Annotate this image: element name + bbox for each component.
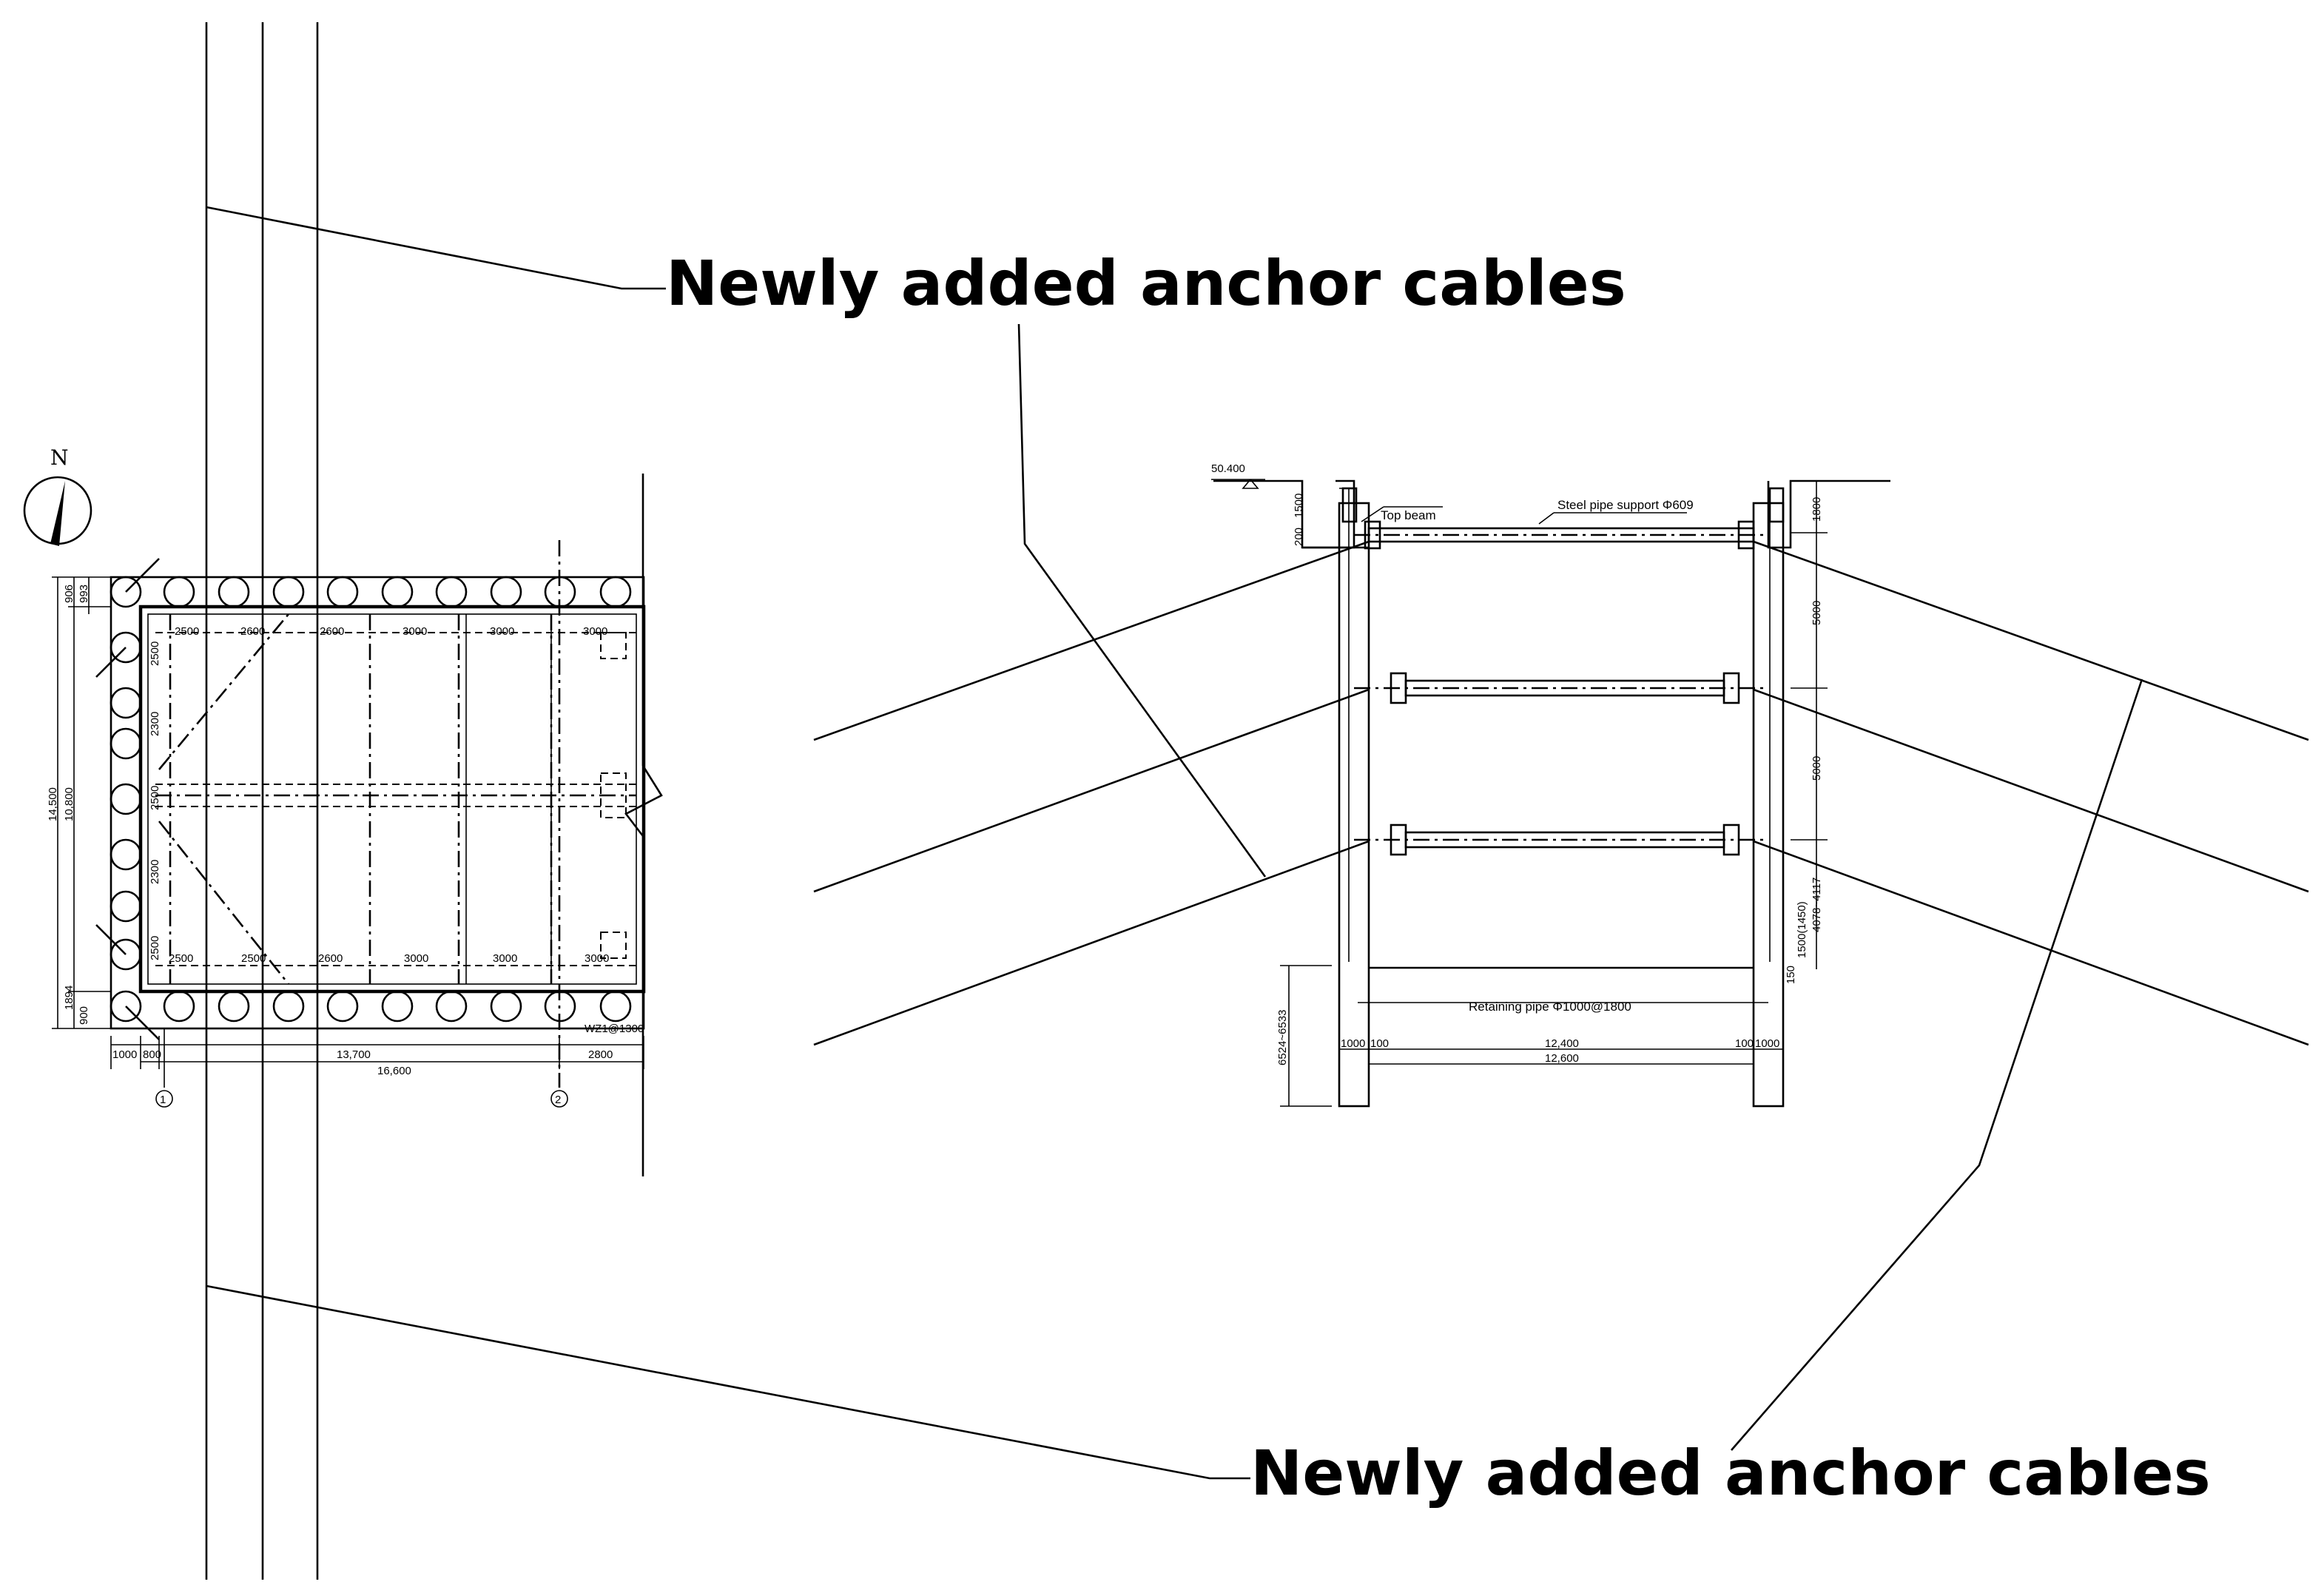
left-span-1: 2500	[149, 641, 161, 666]
bottom-span-3: 2600	[318, 952, 343, 965]
walers	[155, 632, 636, 966]
tunnel-lines	[205, 22, 319, 1580]
bottom-dim-13700: 13,700	[337, 1048, 371, 1061]
right-dim-5000-b: 5000	[1811, 756, 1823, 781]
top-span-2: 2600	[240, 625, 265, 638]
right-dim-4078: 4078~4117	[1811, 878, 1823, 932]
right-dim-5000-a: 5000	[1811, 601, 1823, 625]
bottom-dim-100-l: 100	[1370, 1037, 1389, 1050]
overall-width: 16,600	[377, 1065, 411, 1077]
callout-top: Newly added anchor cables	[206, 206, 1626, 878]
callout-bottom-text: Newly added anchor cables	[1250, 1437, 2211, 1509]
bottom-span-5: 3000	[493, 952, 517, 965]
bottom-dim-1000-r: 1000	[1755, 1037, 1779, 1050]
anchor-cables	[813, 540, 2309, 1046]
left-dim-depth: 6524~6533	[1276, 1010, 1289, 1066]
bottom-span-1: 2500	[169, 952, 193, 965]
plan-top-spans: 2500 2600 2600 3000 3000 3000	[175, 625, 607, 638]
piles-bottom	[110, 990, 632, 1023]
right-dim-150: 150	[1785, 966, 1797, 984]
steel-pipe-label: Steel pipe support Φ609	[1557, 498, 1694, 512]
elevation-text: 50.400	[1211, 462, 1245, 475]
north-label: N	[50, 445, 69, 470]
left-span-3: 2500	[149, 786, 161, 810]
corner-anchors	[95, 558, 160, 1040]
piles-top	[110, 576, 632, 608]
plan-view: 2500 2600 2600 3000 3000 3000 2500 2500 …	[23, 22, 663, 1580]
bottom-dim-12400: 12,400	[1545, 1037, 1579, 1050]
inner-wall	[138, 604, 646, 994]
bottom-dim-1000-l: 1000	[1341, 1037, 1365, 1050]
left-span-4: 2300	[149, 860, 161, 884]
section-view: 50.400	[813, 462, 2309, 1108]
section-dimensions: 1500 200 6524~6533 1800 5000 5000 4078~4…	[1276, 481, 1828, 1065]
bottom-dim-800: 800	[143, 1048, 161, 1061]
top-span-1: 2500	[175, 625, 199, 638]
bottom-span-4: 3000	[404, 952, 428, 965]
top-span-4: 3000	[403, 625, 427, 638]
dim-top-left-b: 993	[78, 585, 90, 603]
inner-wall-inner	[147, 613, 637, 985]
section-labels: Top beam Steel pipe support Φ609 Retaini…	[1361, 498, 1694, 1014]
left-dim-200: 200	[1293, 528, 1305, 546]
axis-label-2: 2	[555, 1094, 561, 1106]
base-slab	[1280, 965, 1783, 1107]
internal-bracing	[155, 613, 636, 985]
plan-bottom-spans: 2500 2500 2600 3000 3000 3000	[169, 952, 609, 965]
callout-top-text: Newly added anchor cables	[666, 247, 1626, 320]
top-beam-label: Top beam	[1381, 508, 1436, 522]
axis-label-1: 1	[160, 1094, 166, 1106]
bottom-span-2: 2500	[241, 952, 266, 965]
plan-left-dimensions: 14,500 10,800 906 993 1894 900	[47, 576, 111, 1029]
top-span-5: 3000	[490, 625, 514, 638]
dim-top-left-a: 906	[63, 585, 75, 603]
north-arrow-icon	[50, 481, 65, 546]
pile-note: WZ1@1300	[585, 1023, 644, 1035]
steel-pipe-supports	[1354, 520, 1768, 856]
plan-left-spans: 2500 2300 2500 2300 2500	[149, 641, 161, 960]
left-span-2: 2300	[149, 712, 161, 736]
retaining-pipe-label: Retaining pipe Φ1000@1800	[1469, 1000, 1631, 1014]
left-span-5: 2500	[149, 936, 161, 960]
ground-and-beams: 50.400	[1211, 462, 1890, 549]
callout-bottom: Newly added anchor cables	[206, 678, 2211, 1509]
axis-markers: 1 2	[155, 540, 568, 1108]
bottom-dim-1000: 1000	[112, 1048, 137, 1061]
dim-bottom-left-b: 900	[78, 1006, 90, 1025]
plan-bottom-dimensions: 1000 800 13,700 2800 16,600 WZ1@1300	[110, 1023, 644, 1077]
north-arrow: N	[23, 445, 92, 546]
bottom-dim-100-r: 100	[1735, 1037, 1754, 1050]
top-span-6: 3000	[583, 625, 607, 638]
left-dim-1500: 1500	[1293, 494, 1305, 518]
dim-overall-height: 14,500	[47, 787, 59, 821]
right-dim-1800: 1800	[1811, 497, 1823, 522]
dim-bottom-left-a: 1894	[63, 986, 75, 1010]
bottom-dim-2800: 2800	[588, 1048, 613, 1061]
bottom-dim-12600: 12,600	[1545, 1052, 1579, 1065]
piles-left	[110, 631, 142, 971]
dim-inner-height: 10,800	[63, 787, 75, 821]
top-span-3: 2600	[320, 625, 344, 638]
bottom-span-6: 3000	[585, 952, 609, 965]
right-dim-1500: 1500(1450)	[1796, 901, 1808, 958]
